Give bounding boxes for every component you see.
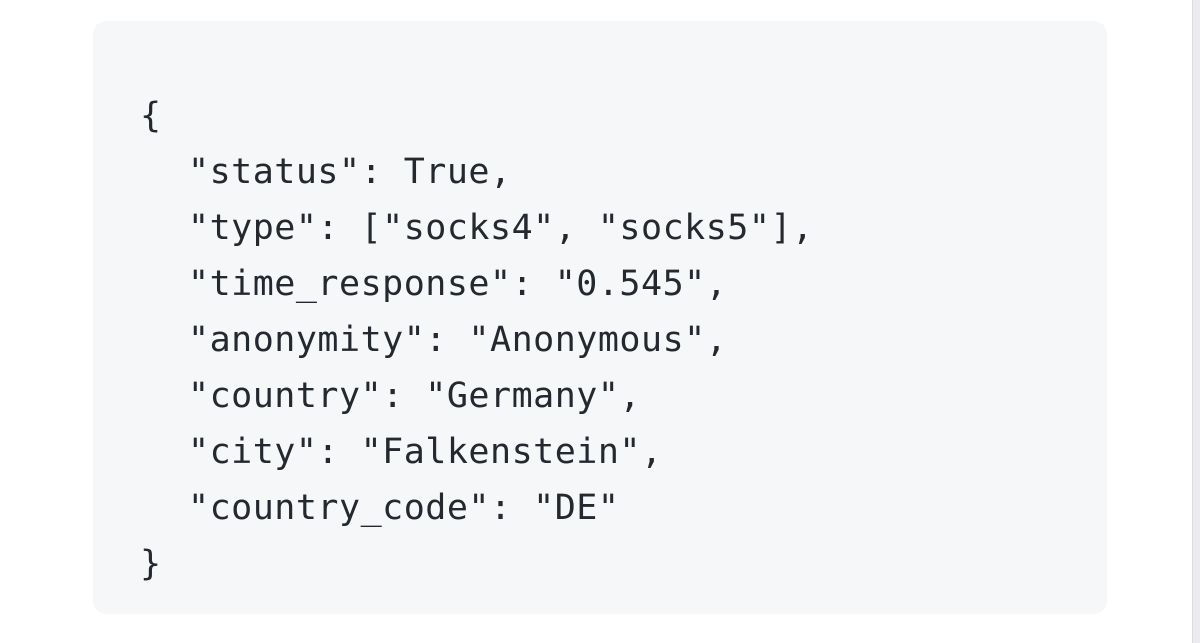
code-line-text: "country": "Germany", xyxy=(188,376,642,416)
code-line-text: "type": ["socks4", "socks5"], xyxy=(188,208,814,248)
code-line-country: "country": "Germany", xyxy=(140,368,1107,424)
code-line-text: "status": True, xyxy=(188,152,512,192)
code-line-time-response: "time_response": "0.545", xyxy=(140,256,1107,312)
code-line-open-brace: { xyxy=(140,96,162,136)
code-block: { "status": True, "type": ["socks4", "so… xyxy=(93,21,1107,614)
code-line-type: "type": ["socks4", "socks5"], xyxy=(140,200,1107,256)
code-line-status: "status": True, xyxy=(140,144,1107,200)
code-line-text: "city": "Falkenstein", xyxy=(188,432,663,472)
code-line-text: "country_code": "DE" xyxy=(188,488,620,528)
code-line-text: "anonymity": "Anonymous", xyxy=(188,320,728,360)
code-line-anonymity: "anonymity": "Anonymous", xyxy=(140,312,1107,368)
code-line-city: "city": "Falkenstein", xyxy=(140,424,1107,480)
code-line-close-brace: } xyxy=(140,544,162,584)
code-line-text: "time_response": "0.545", xyxy=(188,264,728,304)
code-line-country-code: "country_code": "DE" xyxy=(140,480,1107,536)
window-edge xyxy=(1193,0,1200,643)
window-edge-divider xyxy=(1192,0,1193,643)
